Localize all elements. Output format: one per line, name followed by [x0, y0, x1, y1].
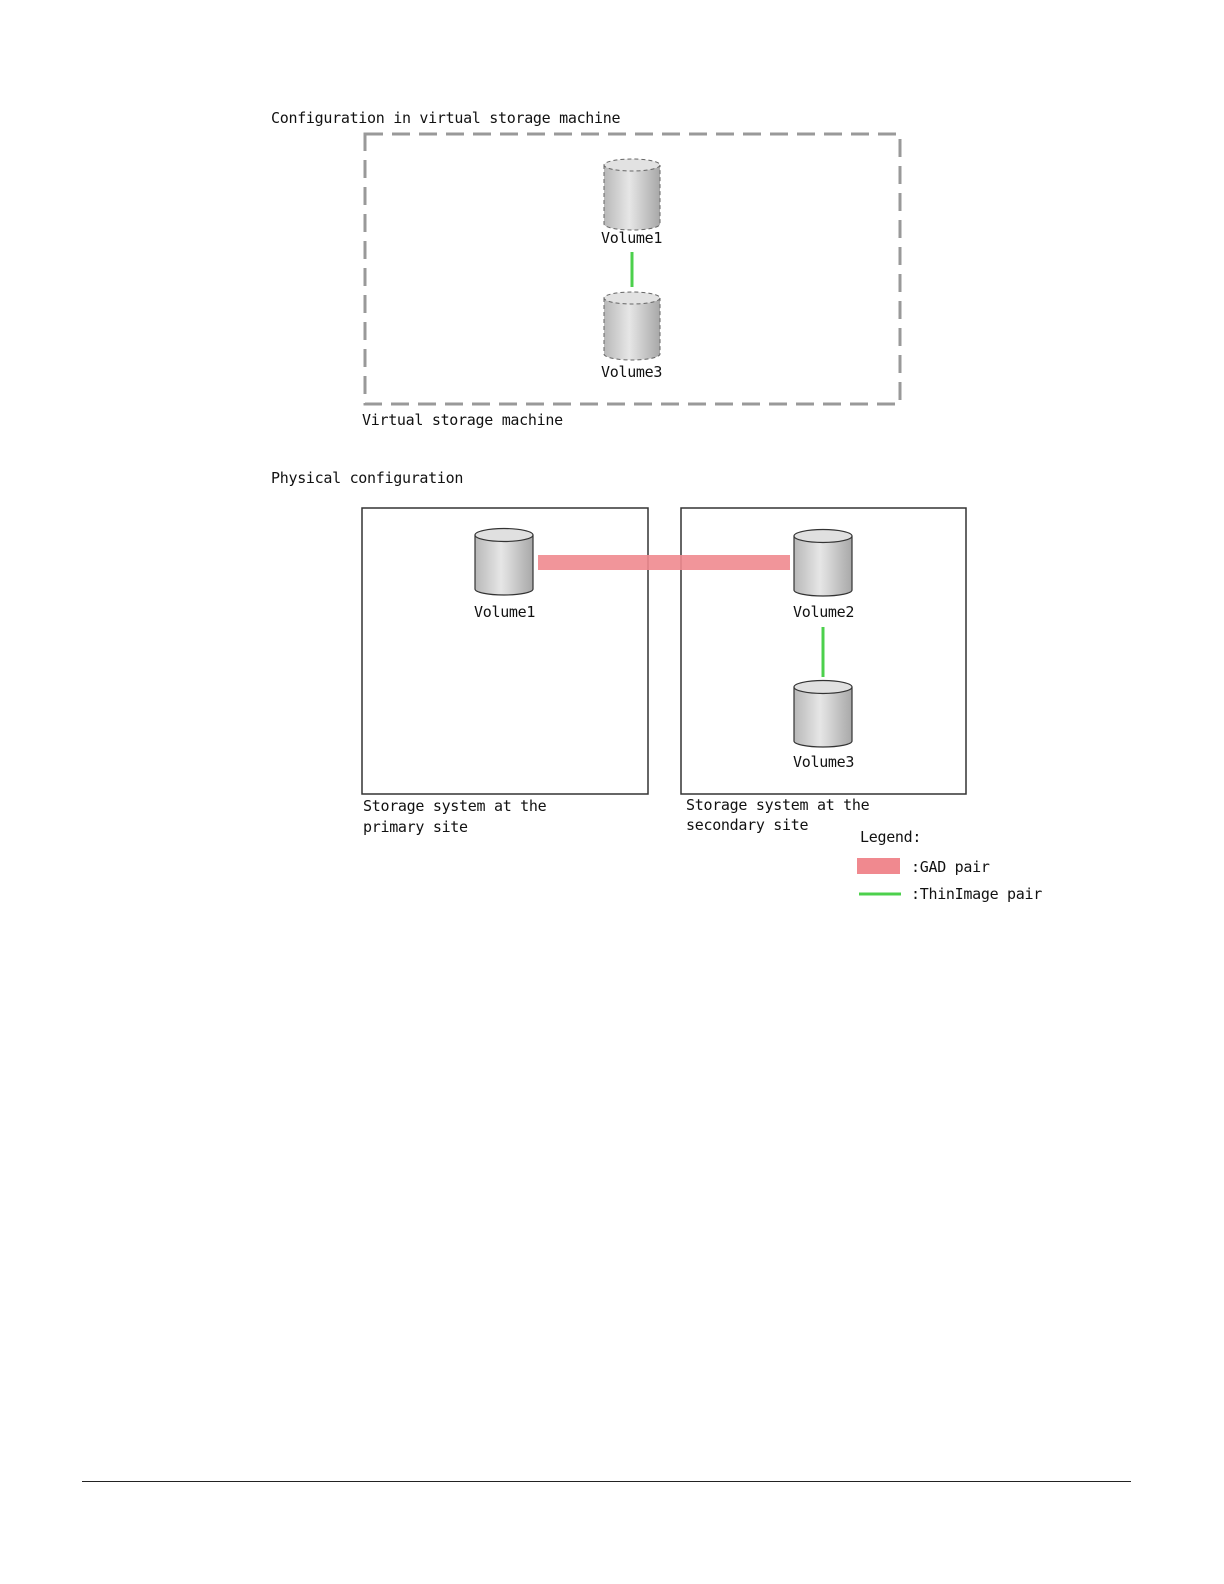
legend-gad-swatch: [857, 858, 900, 874]
secondary-volume3-label: Volume3: [793, 752, 854, 772]
primary-volume1-label: Volume1: [474, 602, 535, 622]
virtual-storage-machine-label: Virtual storage machine: [362, 410, 563, 430]
virtual-volume1-label: Volume1: [601, 228, 662, 248]
virtual-volume3-icon: [604, 292, 660, 360]
secondary-site-label-line2: secondary site: [686, 815, 808, 835]
gad-pair-link: [538, 555, 790, 570]
primary-site-label-line2: primary site: [363, 817, 468, 837]
virtual-section-heading: Configuration in virtual storage machine: [271, 108, 620, 128]
secondary-volume3-icon: [794, 681, 852, 748]
legend-title: Legend:: [860, 827, 921, 847]
physical-section-heading: Physical configuration: [271, 468, 463, 488]
primary-volume1-icon: [475, 529, 533, 596]
virtual-volume3-label: Volume3: [601, 362, 662, 382]
secondary-site-label-line1: Storage system at the: [686, 795, 869, 815]
primary-site-label-line1: Storage system at the: [363, 796, 546, 816]
legend-gad-label: :GAD pair: [911, 857, 990, 877]
footer-divider: [82, 1481, 1131, 1482]
legend-thinimage-label: :ThinImage pair: [911, 884, 1042, 904]
secondary-volume2-label: Volume2: [793, 602, 854, 622]
secondary-volume2-icon: [794, 530, 852, 597]
virtual-volume1-icon: [604, 159, 660, 230]
